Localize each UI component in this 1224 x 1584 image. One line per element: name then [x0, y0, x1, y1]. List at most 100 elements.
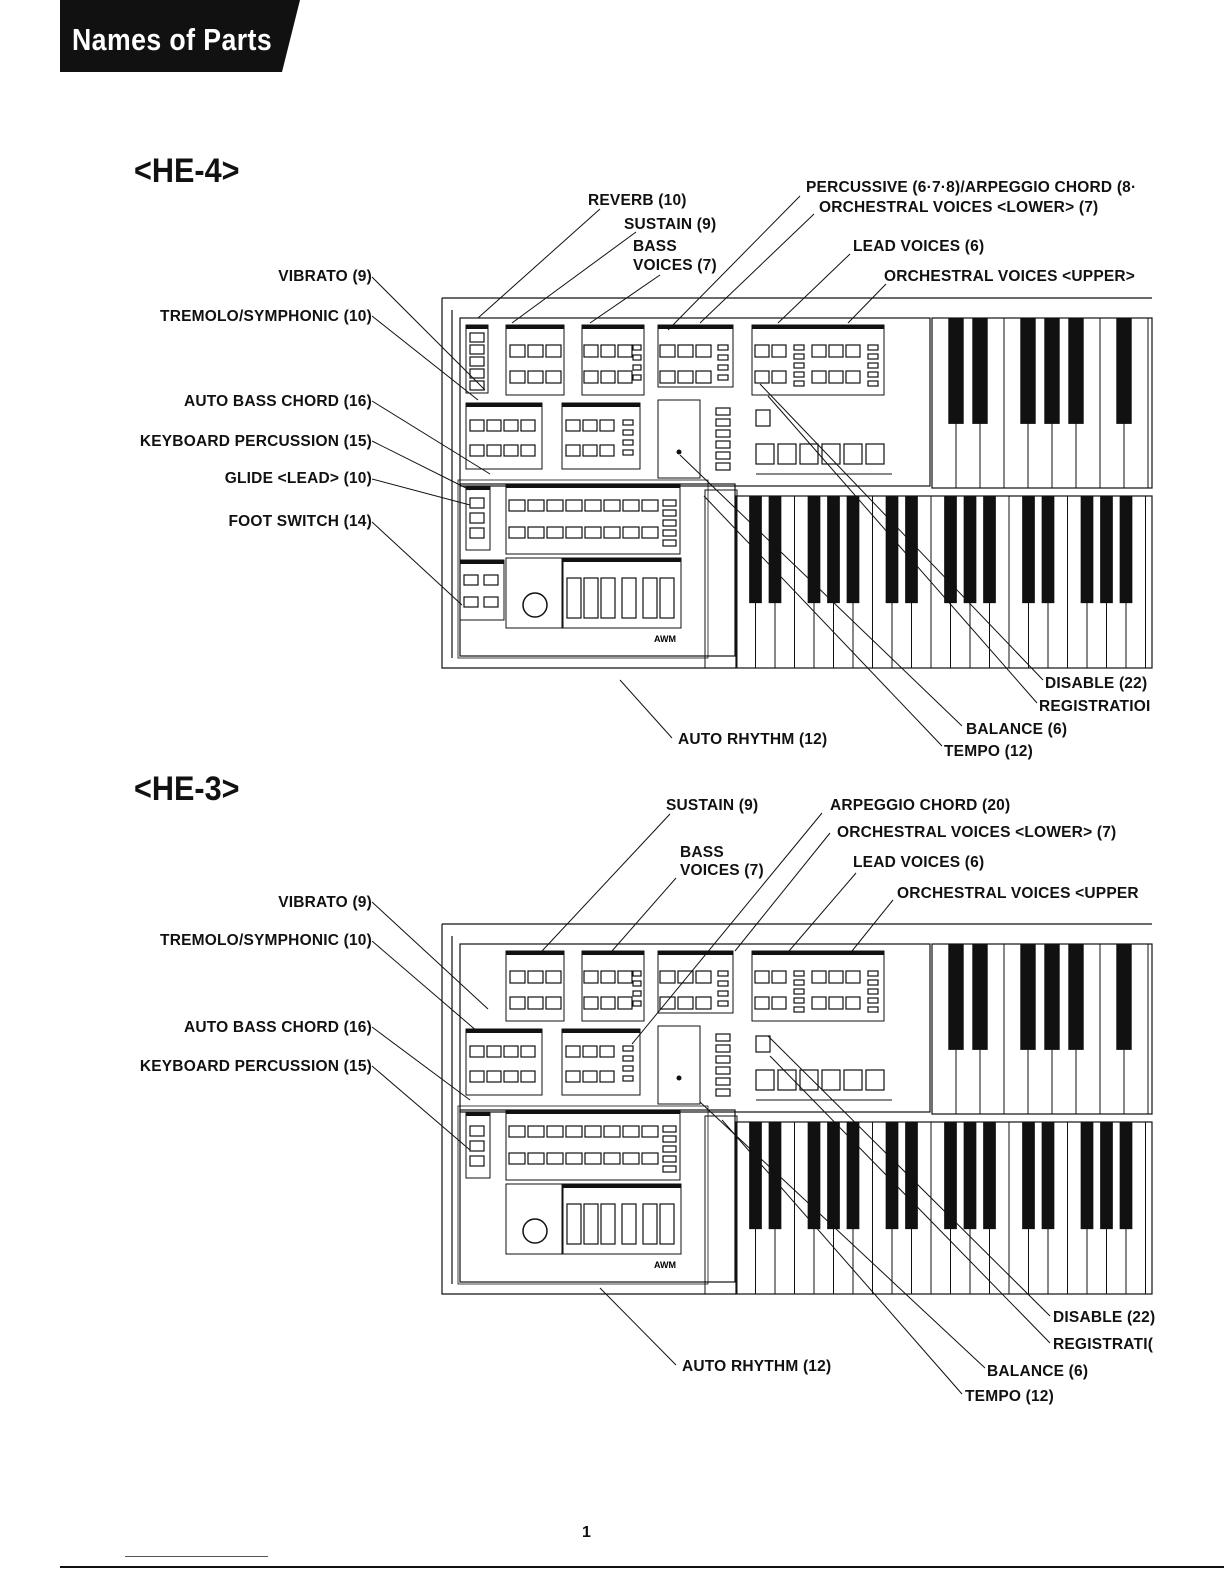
orchestral-upper-button [811, 344, 827, 358]
lead-voice-button [771, 370, 787, 384]
tremolo-symphonic-panel [465, 1028, 543, 1096]
bass-level-tab [632, 970, 642, 977]
orchestral-upper-button [845, 370, 861, 384]
black-key [948, 943, 964, 1050]
registration-button [777, 1069, 797, 1091]
black-key [1080, 1121, 1094, 1230]
black-key [1119, 1121, 1133, 1230]
rhythm-slider [621, 577, 637, 619]
rhythm-tab [662, 529, 677, 537]
registration-button [777, 443, 797, 465]
label-orchestral-upper: ORCHESTRAL VOICES <UPPER [897, 885, 1139, 902]
rhythm-button [641, 1125, 659, 1138]
registration-button [755, 443, 775, 465]
disable-tab [715, 407, 731, 416]
awm-logo: AWM [654, 1260, 676, 1270]
footer-rule [60, 1566, 1224, 1568]
rhythm-button [603, 499, 621, 512]
rhythm-tab [662, 1125, 677, 1133]
tremolo-button [486, 1070, 502, 1083]
tremolo-button [486, 444, 502, 457]
keyboard-percussion-button [582, 1070, 598, 1083]
auto-rhythm-panel-header [506, 1110, 680, 1114]
rhythm-button [584, 1125, 602, 1138]
effect-tab [469, 344, 485, 355]
label-tremolo-symphonic: TREMOLO/SYMPHONIC (10) [160, 932, 372, 949]
registration-button [843, 1069, 863, 1091]
rhythm-slider [621, 1203, 637, 1245]
leader-line [611, 877, 677, 952]
black-key [972, 943, 988, 1050]
lead-level-tab [793, 970, 805, 977]
disable-tab [715, 1044, 731, 1053]
tremolo-symphonic-panel-header [466, 1029, 542, 1033]
keyboard-percussion-tabs-header [466, 1112, 490, 1116]
rhythm-slider [566, 1203, 582, 1245]
tremolo-symphonic-panel [465, 402, 543, 470]
label-auto-bass-chord: AUTO BASS CHORD (16) [183, 393, 372, 410]
leader-line [734, 832, 831, 952]
sustain-panel-header [506, 325, 564, 329]
label-vibrato: VIBRATO (9) [278, 894, 372, 911]
leader-line [619, 679, 673, 739]
sustain-button [527, 370, 544, 384]
percussion-tab [469, 1125, 485, 1137]
black-key [972, 317, 988, 424]
lower-panel-inner [457, 1105, 709, 1285]
leader-line [847, 283, 887, 324]
tremolo-button [469, 1070, 485, 1083]
bass-level-tab [632, 344, 642, 351]
label-bass-voices-line2: VOICES (7) [680, 862, 764, 879]
leader-lines [371, 195, 1051, 1395]
tremolo-button [486, 419, 502, 432]
bass-voice-button [617, 996, 633, 1010]
rhythm-button [622, 1125, 640, 1138]
rhythm-control-panel-header [563, 1184, 681, 1188]
rhythm-tab [662, 1155, 677, 1163]
label-lead-voices: LEAD VOICES (6) [853, 238, 985, 255]
black-key [944, 495, 957, 604]
label-reverb: REVERB (10) [588, 192, 687, 209]
keyboard-percussion-button [565, 419, 581, 432]
upper-manual-keyboard [931, 943, 1153, 1115]
upper-keyboard-voices-panel-header [752, 325, 884, 329]
black-key [983, 495, 996, 604]
rhythm-slider [642, 577, 658, 619]
black-key [827, 1121, 840, 1230]
bass-voice-button [617, 970, 633, 984]
header-tab-shape [60, 0, 300, 72]
registration-button [821, 1069, 841, 1091]
rhythm-button [584, 499, 602, 512]
black-key [983, 1121, 996, 1230]
reverb-vibrato-panel-header [466, 325, 488, 329]
cabinet-outline [441, 923, 1152, 1295]
lead-level-tab [793, 997, 805, 1004]
rhythm-button [584, 1152, 602, 1165]
black-key [1041, 1121, 1055, 1230]
keyboard-percussion-button [582, 444, 598, 457]
lead-voice-button [771, 970, 787, 984]
orchestral-lower-button [677, 370, 694, 384]
black-key [1020, 317, 1036, 424]
registration-button [821, 443, 841, 465]
label-arpeggio-chord: ARPEGGIO CHORD (20) [830, 797, 1011, 814]
orchestral-upper-tab [867, 362, 879, 369]
label-sustain: SUSTAIN (9) [666, 797, 759, 814]
disable-tab [715, 1066, 731, 1075]
rhythm-button [603, 1152, 621, 1165]
disable-tab [715, 1033, 731, 1042]
label-orchestral-upper: ORCHESTRAL VOICES <UPPER> [884, 268, 1136, 285]
black-key [1068, 943, 1084, 1050]
rhythm-slider [659, 577, 675, 619]
upper-control-panel [459, 317, 931, 487]
keyboard-endblock [704, 489, 738, 669]
cabinet-outline [441, 297, 1152, 669]
keyboard-percussion-panel-header [562, 403, 640, 407]
orchestral-lower-button [677, 996, 694, 1010]
balance-panel [657, 399, 701, 479]
sustain-button [527, 344, 544, 358]
lead-voice-button [754, 996, 770, 1010]
black-key [1100, 1121, 1113, 1230]
orchestral-lower-tab [717, 354, 729, 361]
